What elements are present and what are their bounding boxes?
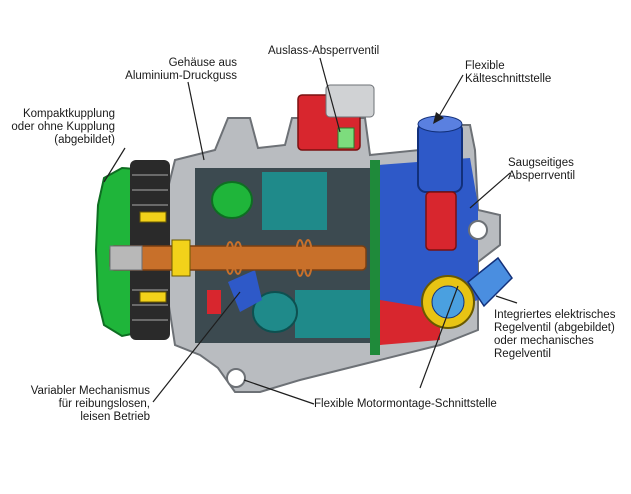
label-clutch-line2: oder ohne Kupplung: [11, 121, 115, 133]
mount-hole-top: [468, 220, 488, 240]
piston-upper: [262, 172, 327, 230]
label-flex-cold: Flexible Kälteschnittstelle: [465, 60, 551, 86]
label-mechanism-line2: für reibungslosen,: [58, 398, 150, 410]
label-housing: Gehäuse aus Aluminium-Druckguss: [95, 57, 237, 83]
cold-interface-arrowhead: [433, 112, 444, 124]
label-motor-mount-line1: Flexible Motormontage-Schnittstelle: [314, 398, 497, 410]
label-outlet-valve-line1: Auslass-Absperrventil: [268, 45, 380, 57]
swash-upper: [211, 181, 253, 219]
outlet-valve-port: [337, 127, 355, 149]
label-mechanism-line3: leisen Betrieb: [80, 411, 150, 423]
valve-plate: [370, 160, 380, 355]
label-control-valve-line3: oder mechanisches: [494, 335, 594, 347]
drive-shaft: [109, 245, 367, 271]
label-control-valve: Integriertes elektrisches Regelventil (a…: [494, 309, 615, 361]
springs: [225, 239, 313, 277]
label-control-valve-line4: Regelventil: [494, 348, 551, 360]
cold-interface-arrow: [437, 74, 464, 119]
label-suction-valve-line2: Absperrventil: [508, 170, 576, 182]
label-flex-cold-line2: Kälteschnittstelle: [465, 73, 552, 85]
control-valve-core: [431, 285, 465, 319]
label-control-valve-line1: Integriertes elektrisches: [494, 309, 616, 321]
bearing-lower: [139, 291, 167, 303]
label-mechanism: Variabler Mechanismus für reibungslosen,…: [20, 385, 150, 424]
bearing-upper: [139, 211, 167, 223]
leader-lines: [103, 57, 518, 405]
label-housing-line2: Aluminium-Druckguss: [125, 70, 237, 82]
label-clutch-line3: (abgebildet): [54, 134, 115, 146]
piston-lower: [295, 290, 370, 338]
label-clutch-line1: Kompaktkupplung: [22, 108, 115, 120]
red-block-left: [207, 290, 221, 314]
label-flex-cold-line1: Flexible: [465, 60, 505, 72]
blue-mechanism: [228, 270, 262, 312]
outlet-valve-cap: [325, 84, 375, 118]
label-control-valve-line2: Regelventil (abgebildet): [494, 322, 615, 334]
label-housing-line1: Gehäuse aus: [168, 57, 237, 69]
label-clutch: Kompaktkupplung oder ohne Kupplung (abge…: [10, 108, 115, 147]
label-outlet-valve: Auslass-Absperrventil: [268, 45, 379, 58]
swash-lower: [252, 291, 298, 333]
label-suction-valve-line1: Saugseitiges: [508, 157, 574, 169]
label-suction-valve: Saugseitiges Absperrventil: [508, 157, 575, 183]
label-mechanism-line1: Variabler Mechanismus: [30, 385, 150, 397]
shaft-spline: [109, 245, 143, 271]
control-valve-connector: [466, 256, 513, 308]
suction-valve-body: [425, 191, 457, 251]
label-motor-mount: Flexible Motormontage-Schnittstelle: [314, 398, 497, 411]
bearing-mid: [171, 239, 191, 277]
mount-hole-bottom: [226, 368, 246, 388]
